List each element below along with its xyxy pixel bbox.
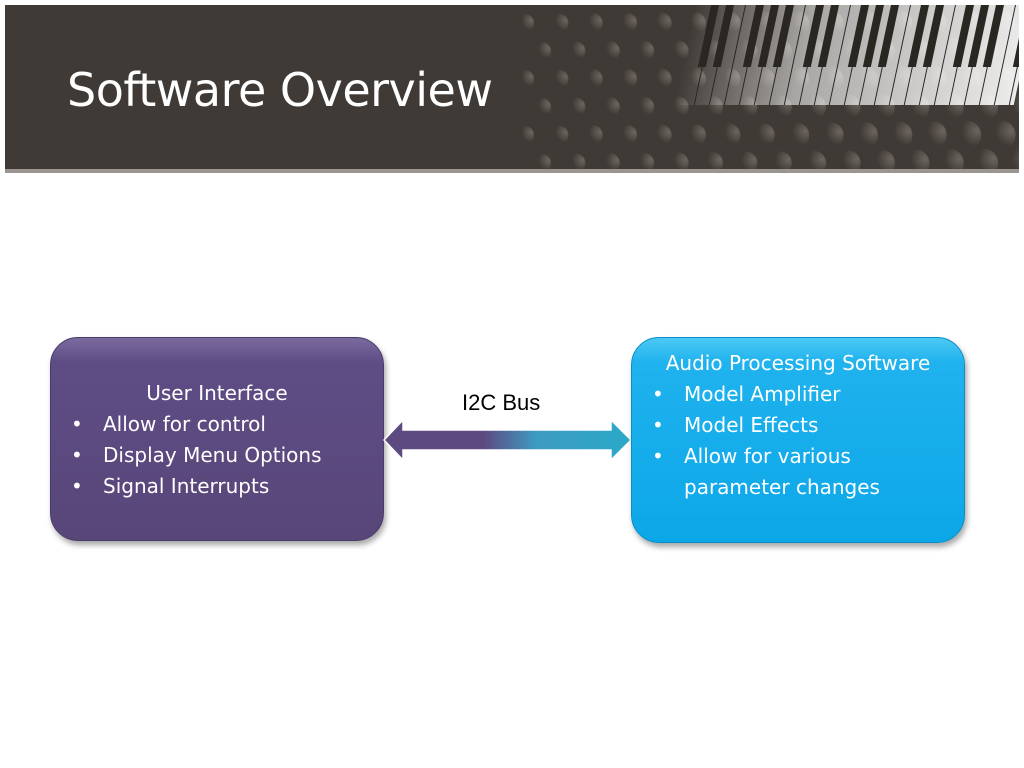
grille-dot: [516, 126, 534, 144]
audio-processing-box: Audio Processing Software •Model Amplifi…: [631, 337, 965, 543]
grille-dot: [684, 124, 706, 146]
piano-key-divider: [918, 5, 941, 105]
grille-dot: [600, 97, 620, 117]
grille-dot: [633, 40, 655, 62]
list-item: •Display Menu Options: [71, 440, 373, 471]
list-item: •Model Effects: [652, 410, 954, 441]
piano-key-divider: [783, 5, 806, 105]
grille-dot: [516, 70, 534, 88]
grille-dot: [549, 125, 569, 145]
piano-key-divider: [948, 5, 971, 105]
slide-title: Software Overview: [67, 63, 493, 117]
piano-key-divider: [933, 5, 956, 105]
i2c-bus-arrow: [382, 418, 633, 468]
piano-key-divider: [693, 5, 716, 105]
grille-dot: [533, 42, 551, 60]
grille-dot: [650, 124, 672, 146]
grille-dot: [936, 149, 964, 173]
piano-key-divider: [768, 5, 791, 105]
grille-dot: [549, 13, 569, 33]
bullet-icon: •: [652, 413, 664, 437]
bullet-icon: •: [652, 444, 664, 468]
grille-dot: [751, 123, 775, 147]
grille-dot: [616, 12, 638, 34]
piano-key-divider: [813, 5, 836, 105]
grille-dot: [566, 97, 586, 117]
grille-dot: [869, 150, 895, 173]
grille-dot: [600, 41, 620, 61]
grille-dot: [633, 96, 655, 118]
piano-key-divider: [723, 5, 746, 105]
grille-dot: [616, 68, 638, 90]
piano-key-divider: [828, 5, 851, 105]
grille-dot: [650, 68, 672, 90]
grille-dot: [533, 98, 551, 116]
grille-dot: [902, 149, 930, 173]
grille-dot: [701, 152, 723, 173]
audio-processing-list: •Model Amplifier •Model Effects •Allow f…: [652, 379, 954, 503]
audio-processing-heading: Audio Processing Software: [665, 351, 931, 375]
grille-dot: [818, 122, 844, 148]
grille-dot: [717, 123, 741, 147]
grille-dot: [566, 153, 586, 173]
grille-dot: [616, 124, 638, 146]
double-arrow-icon: [382, 418, 633, 462]
bullet-icon: •: [71, 474, 83, 498]
grille-dot: [667, 40, 689, 62]
piano-key-divider: [753, 5, 776, 105]
i2c-bus-label: I2C Bus: [462, 390, 541, 415]
grille-dot: [986, 120, 1016, 150]
piano-key-divider: [843, 5, 866, 105]
grille-dot: [734, 151, 758, 173]
grille-dot: [835, 150, 861, 173]
user-interface-list: •Allow for control •Display Menu Options…: [71, 409, 373, 502]
list-item: •Allow for control: [71, 409, 373, 440]
piano-key-divider: [1008, 5, 1019, 105]
grille-dot: [801, 150, 827, 173]
piano-key-divider: [798, 5, 821, 105]
bullet-icon: •: [652, 382, 664, 406]
grille-dot: [969, 148, 999, 173]
list-item: •Signal Interrupts: [71, 471, 373, 502]
grille-dot: [1003, 148, 1019, 173]
grille-dot: [566, 41, 586, 61]
list-item: •Model Amplifier: [652, 379, 954, 410]
piano-key-divider: [903, 5, 926, 105]
piano-key-divider: [888, 5, 911, 105]
grille-dot: [952, 120, 982, 150]
bullet-icon: •: [71, 443, 83, 467]
piano-key-divider: [978, 5, 1001, 105]
grille-dot: [516, 14, 534, 32]
grille-dot: [549, 69, 569, 89]
grille-dot: [784, 122, 810, 148]
piano-black-key: [1012, 5, 1019, 67]
grille-dot: [667, 152, 689, 173]
piano-key-divider: [858, 5, 881, 105]
grille-dot: [650, 12, 672, 34]
grille-dot: [600, 153, 620, 173]
grille-dot: [533, 154, 551, 172]
grille-dot: [583, 125, 603, 145]
title-bar: Software Overview: [5, 5, 1019, 173]
grille-dot: [633, 152, 655, 173]
piano-key-divider: [873, 5, 896, 105]
grille-dot: [583, 13, 603, 33]
grille-dot: [885, 121, 913, 149]
piano-key-divider: [963, 5, 986, 105]
list-item: •Allow for various parameter changes: [652, 441, 954, 503]
piano-key-divider: [708, 5, 731, 105]
bullet-icon: •: [71, 412, 83, 436]
piano-key-divider: [738, 5, 761, 105]
grille-dot: [919, 121, 947, 149]
grille-dot: [583, 69, 603, 89]
grille-dot: [768, 151, 792, 173]
grille-dot: [852, 122, 878, 148]
piano-key-divider: [993, 5, 1016, 105]
piano-keys-decoration: [516, 5, 1019, 173]
title-underline: [5, 169, 1019, 173]
user-interface-box: User Interface •Allow for control •Displ…: [50, 337, 384, 541]
user-interface-heading: User Interface: [146, 381, 288, 405]
